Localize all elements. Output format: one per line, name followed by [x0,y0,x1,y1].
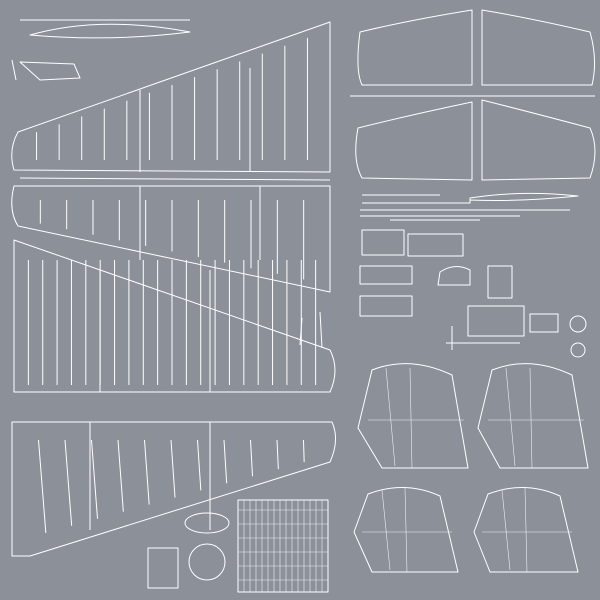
tail-plane-lower [355,99,596,181]
wire-line [38,439,47,533]
wing-panel-lower-left [11,421,336,557]
rudder-panel-3 [353,486,459,573]
wire-line [303,439,305,463]
wing-panel-upper-left [11,21,331,173]
wire-line [64,439,73,526]
wire-line [170,439,176,498]
wire-line [197,439,202,491]
wire-line [276,439,279,470]
wing-panel-third [13,239,336,393]
rudder-panel-1 [357,363,469,469]
wire-line [144,439,150,505]
small-parts-top-left [11,19,331,181]
wing-panel-second [11,185,331,293]
tail-plane-upper [350,9,596,97]
rudder-panel-4 [473,486,579,573]
misc-strips [359,192,587,358]
rudder-panel-2 [477,363,589,469]
bottom-parts [147,311,329,593]
wire-line [250,439,253,477]
wire-line [117,439,124,512]
wire-line [223,439,228,484]
wire-line [91,439,98,519]
